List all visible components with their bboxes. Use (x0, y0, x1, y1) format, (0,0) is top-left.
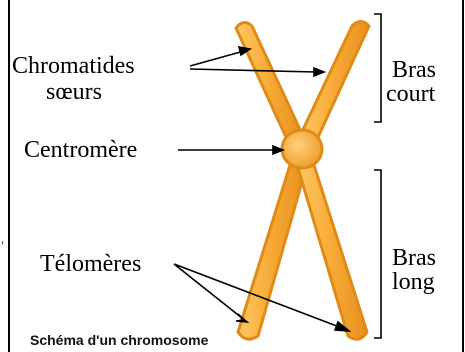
chromatid-lower-left (238, 162, 306, 339)
bras-court-bracket (374, 14, 381, 122)
figure-caption: Schéma d'un chromosome (26, 330, 212, 350)
centromere-label: Centromère (24, 138, 137, 162)
margin-mark: ’ (1, 238, 4, 254)
chromatid-lower-right (298, 162, 367, 339)
telomeres-pointer-1 (174, 264, 242, 318)
chromatid-upper-left (236, 22, 303, 146)
bras-long-label-line2: long (392, 270, 435, 294)
centromere-shape (282, 130, 322, 168)
chromatides-pointer-1 (190, 51, 244, 66)
chromatides-label-line2: sœurs (46, 80, 102, 104)
bras-court-label-line2: court (386, 82, 435, 106)
bras-long-bracket (374, 170, 381, 338)
chromatid-upper-right (300, 22, 369, 147)
chromatides-pointer-2 (190, 69, 316, 72)
chromatides-arrowhead-2 (314, 68, 324, 76)
telomeres-label: Télomères (40, 252, 141, 276)
bras-long-label: Bras (392, 246, 436, 270)
bras-court-label: Bras (392, 58, 436, 82)
chromatides-label: Chromatides (12, 54, 135, 78)
